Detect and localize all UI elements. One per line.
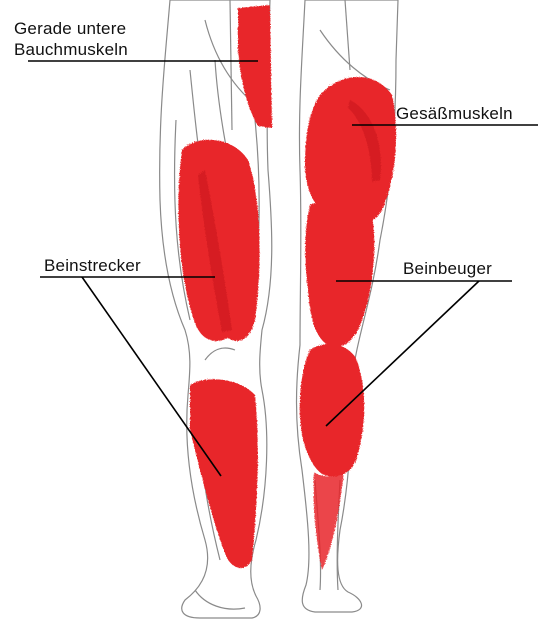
label-quads: Beinstrecker — [44, 256, 141, 276]
calf-shape — [300, 344, 365, 477]
label-rectus-line1: Gerade untere — [14, 19, 126, 39]
hamstrings-shape — [305, 201, 374, 347]
label-rectus-line2: Bauchmuskeln — [14, 40, 128, 60]
label-hamstrings: Beinbeuger — [403, 259, 492, 279]
back-muscles — [300, 77, 396, 570]
label-glutes: Gesäßmuskeln — [396, 104, 513, 124]
